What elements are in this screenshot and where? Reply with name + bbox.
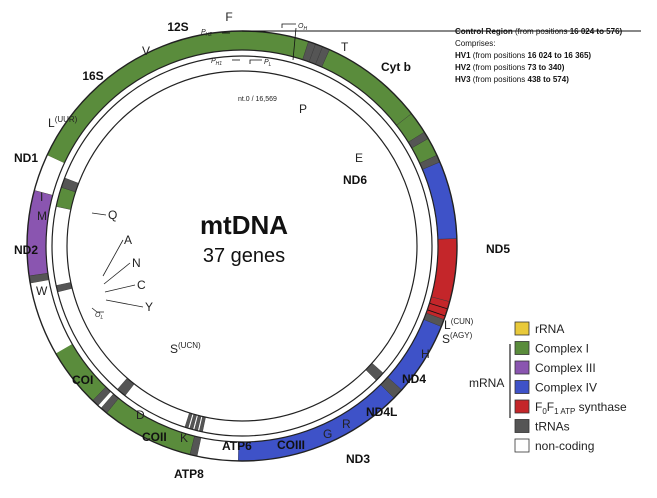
control-region-comprises: Comprises: xyxy=(455,39,495,48)
control-region-hv1: HV1 (from positions 16 024 to 16 365) xyxy=(455,51,591,60)
legend-label-noncoding: non-coding xyxy=(535,439,594,453)
label-D: D xyxy=(136,408,145,422)
mrna-label: mRNA xyxy=(469,376,504,390)
label-ND6: ND6 xyxy=(343,173,367,187)
label-N: N xyxy=(132,256,141,270)
label-cytb: Cyt b xyxy=(381,60,411,74)
promoter-marks xyxy=(222,23,641,64)
label-LCUN: L(CUN) xyxy=(444,317,474,332)
atp-divider-0 xyxy=(429,302,448,310)
legend-label-rRNA: rRNA xyxy=(535,322,564,336)
center-title: mtDNA xyxy=(200,210,288,240)
label-Q: Q xyxy=(108,208,117,222)
label-12S: 12S xyxy=(167,20,188,34)
outer-seg-coi xyxy=(238,384,395,462)
outer-seg-atp6 xyxy=(431,238,458,302)
label-ND5: ND5 xyxy=(486,242,510,256)
label-ND4L: ND4L xyxy=(366,405,397,419)
label-COI: COI xyxy=(72,373,93,387)
legend-swatch-complex-III xyxy=(514,360,530,375)
label-ATP8: ATP8 xyxy=(174,467,204,481)
control-region-hv2: HV2 (from positions 73 to 340) xyxy=(455,63,565,72)
label-T: T xyxy=(341,40,349,54)
legend-label-complex-I: Complex I xyxy=(535,342,589,356)
atp-divider-1 xyxy=(427,309,446,317)
inner-seg-q-trna xyxy=(117,377,135,397)
label-V: V xyxy=(142,44,150,58)
label-LUUR: L(UUR) xyxy=(48,115,78,130)
leader-q xyxy=(91,212,107,216)
label-ND4: ND4 xyxy=(402,372,426,386)
center-subtitle: 37 genes xyxy=(203,245,285,267)
label-A: A xyxy=(124,233,132,247)
legend-swatch-complex-I xyxy=(514,341,530,355)
label-COIII: COIII xyxy=(277,438,305,452)
label-E: E xyxy=(355,151,363,165)
inner-seg-p-trna xyxy=(55,282,73,293)
label-I: I xyxy=(40,190,43,204)
label-C: C xyxy=(137,278,146,292)
legend-swatch-atp xyxy=(514,399,530,414)
label-ATP6: ATP6 xyxy=(222,439,252,453)
label-W: W xyxy=(36,284,48,298)
legend-label-complex-III: Complex III xyxy=(535,361,596,375)
label-ND3: ND3 xyxy=(346,452,370,466)
label-Y: Y xyxy=(145,300,153,314)
outer-ring-inner-edge xyxy=(45,49,439,443)
promoter-pl: PL xyxy=(264,59,272,68)
label-M: M xyxy=(37,209,47,223)
legend-swatch-trna xyxy=(514,419,530,433)
control-region-title: Control Region (from positions 16 024 to… xyxy=(455,27,623,36)
label-P: P xyxy=(299,102,307,116)
label-OL: OL xyxy=(95,312,103,321)
label-SAGY: S(AGY) xyxy=(442,331,473,346)
inner-seg-sucn-trna xyxy=(365,362,384,381)
control-region-info: Control Region (from positions 16 024 to… xyxy=(455,27,623,84)
promoter-ph2: PH2 xyxy=(201,29,212,38)
legend-label-atp: F0F1 ATP synthase xyxy=(535,400,627,416)
origin-oh: OH xyxy=(298,23,307,32)
outer-seg-ori-gap xyxy=(197,437,239,461)
inner-ring-outer-edge xyxy=(51,55,433,437)
gene-rings xyxy=(26,30,458,462)
outer-seg-q-gap xyxy=(98,391,114,409)
origin-label: nt.0 / 16,569 xyxy=(238,96,277,103)
legend-label-complex-IV: Complex IV xyxy=(535,381,597,395)
legend-swatch-noncoding xyxy=(514,438,530,453)
origin-ol-mark xyxy=(91,307,104,313)
inner-trna-leaders xyxy=(102,239,144,308)
label-R: R xyxy=(342,417,351,431)
outer-seg-gap-cytb xyxy=(34,155,65,196)
legend-swatch-complex-IV xyxy=(514,380,530,394)
outer-seg-control-region xyxy=(30,280,73,354)
label-K: K xyxy=(180,431,188,445)
inner-ring-inner-edge xyxy=(66,70,418,422)
label-G: G xyxy=(323,427,332,441)
label-16S: 16S xyxy=(82,69,103,83)
label-H: H xyxy=(421,347,430,361)
legend: rRNA Complex I Complex III Complex IV F0F1 A… xyxy=(514,321,627,453)
label-ND1: ND1 xyxy=(14,151,38,165)
label-ND2: ND2 xyxy=(14,243,38,257)
control-region-hv3: HV3 (from positions 438 to 574) xyxy=(455,75,569,84)
legend-swatch-rRNA xyxy=(514,321,530,336)
promoter-ph1: PH1 xyxy=(211,58,222,67)
label-F: F xyxy=(225,10,232,24)
legend-label-trna: tRNAs xyxy=(535,420,570,434)
label-SUCN: S(UCN) xyxy=(170,341,201,356)
label-COII: COII xyxy=(142,430,167,444)
